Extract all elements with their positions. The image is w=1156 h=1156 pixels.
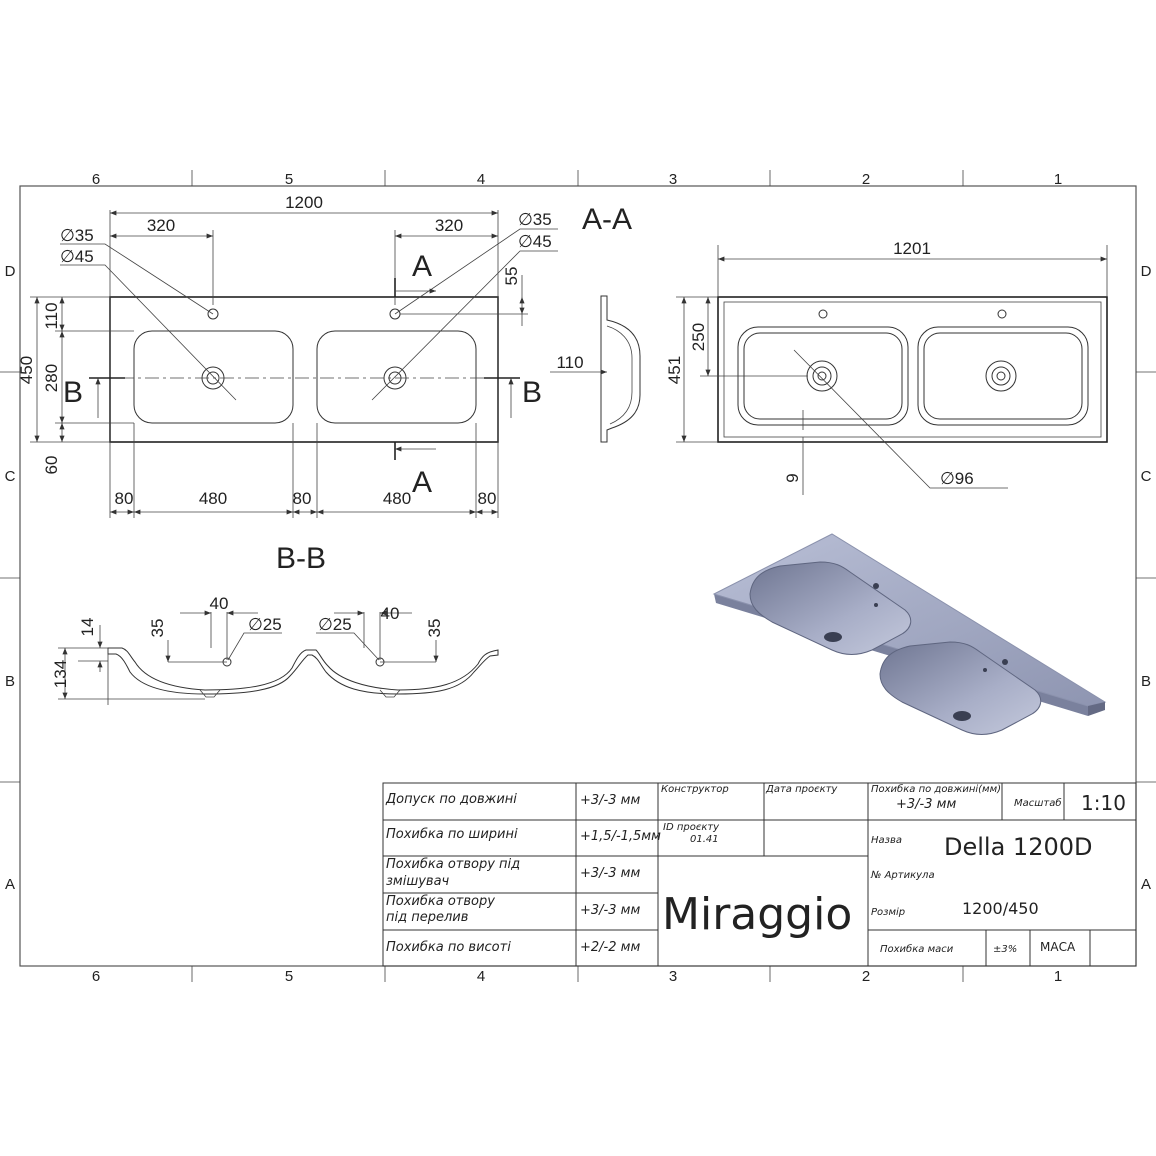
- zone-row-left: C: [5, 468, 16, 485]
- zone-row-right: D: [1141, 263, 1152, 280]
- zone-col-bottom: 3: [669, 968, 677, 985]
- zone-col-top: 5: [285, 171, 293, 188]
- dim-overflow-offset: 55: [502, 267, 521, 286]
- tol-width-label: Похибка по ширині: [386, 827, 518, 842]
- zone-col-bottom: 4: [477, 968, 485, 985]
- dim-depth: 450: [17, 356, 36, 384]
- project-date-label: Дата проєкту: [765, 784, 838, 795]
- zone-col-top: 1: [1054, 171, 1062, 188]
- dim-bb-height: 134: [51, 660, 70, 688]
- dim-middle: 80: [293, 489, 312, 508]
- title-block: Допуск по довжині +3/-3 мм Похибка по ши…: [382, 782, 1137, 967]
- length-tolerance-label: Похибка по довжині(мм): [871, 783, 1001, 795]
- zone-col-top: 6: [92, 171, 100, 188]
- project-id-label: ID проєкту: [663, 822, 720, 833]
- bottom-view: 1201 451 250 ∅96 9: [665, 239, 1108, 495]
- dim-bb-right-spacing: 40: [381, 604, 400, 623]
- zone-row-right: A: [1141, 876, 1151, 893]
- dim-bb-right-hole: ∅25: [318, 615, 352, 634]
- tol-height-label: Похибка по висоті: [386, 940, 511, 955]
- scale-value: 1:10: [1081, 791, 1126, 815]
- dim-drain-diameter: ∅96: [940, 469, 974, 488]
- dim-bowl-depth: 280: [42, 364, 61, 392]
- tol-mixer-hole-value: +3/-3 мм: [580, 866, 640, 881]
- section-bb-title: B-B: [276, 542, 326, 575]
- dim-bottom-width: 1201: [893, 239, 931, 258]
- dim-hole-large-right: ∅45: [518, 232, 552, 251]
- zone-row-right: C: [1141, 468, 1152, 485]
- zone-col-top: 2: [862, 171, 870, 188]
- tol-height-value: +2/-2 мм: [580, 940, 640, 955]
- project-id-value: 01.41: [690, 834, 719, 845]
- zone-row-left: A: [5, 876, 15, 893]
- dim-bowl-right: 480: [383, 489, 411, 508]
- section-aa-title: A-A: [582, 203, 632, 236]
- top-view: 1200 320 320 ∅35 ∅45 ∅35 ∅45 55 110 450 …: [17, 193, 632, 518]
- length-tolerance-value: +3/-3 мм: [896, 797, 956, 812]
- product-name: Della 1200D: [944, 833, 1092, 861]
- tol-mixer-hole-label: Похибка отвору під: [386, 857, 520, 872]
- size-label: Розмір: [871, 906, 905, 918]
- dim-side-height: 110: [556, 353, 583, 372]
- dim-left-offset: 320: [147, 216, 175, 235]
- brand-logo: Miraggio: [662, 889, 852, 940]
- dim-hole-small-right: ∅35: [518, 210, 552, 229]
- dim-bb-depth-right: 35: [425, 619, 444, 638]
- dim-bb-left-hole: ∅25: [248, 615, 282, 634]
- zone-col-bottom: 1: [1054, 968, 1062, 985]
- zone-col-bottom: 6: [92, 968, 100, 985]
- dim-bowl-offset: 250: [689, 323, 708, 351]
- dim-edge-left: 80: [115, 489, 134, 508]
- dim-overall-width: 1200: [285, 193, 323, 212]
- tol-overflow-hole-label: Похибка отвору: [386, 894, 495, 909]
- tol-length-label: Допуск по довжині: [385, 792, 517, 807]
- mass-tolerance-value: ±3%: [993, 944, 1017, 955]
- section-mark-b-left: B: [63, 376, 83, 409]
- scale-label: Масштаб: [1014, 797, 1062, 809]
- dim-bottom-depth: 451: [665, 356, 684, 384]
- tol-mixer-hole-label-2: змішувач: [386, 874, 450, 889]
- dim-top-margin: 110: [42, 302, 61, 329]
- zone-col-top: 3: [669, 171, 677, 188]
- dim-bottom-margin: 60: [42, 456, 61, 475]
- size-value: 1200/450: [962, 899, 1039, 918]
- tol-length-value: +3/-3 мм: [580, 793, 640, 808]
- dim-bb-depth-left: 35: [148, 619, 167, 638]
- dim-bb-thickness: 14: [78, 618, 97, 637]
- zone-row-left: D: [5, 263, 16, 280]
- zone-row-right: B: [1141, 673, 1151, 690]
- article-label: № Артикула: [870, 870, 935, 881]
- section-mark-a-bottom: A: [412, 466, 432, 499]
- tol-overflow-hole-label-2: під перелив: [386, 910, 468, 925]
- section-aa-view: 110: [550, 295, 641, 443]
- name-label: Назва: [871, 835, 902, 846]
- tol-overflow-hole-value: +3/-3 мм: [580, 903, 640, 918]
- dim-edge-right: 80: [478, 489, 497, 508]
- dim-bowl-left: 480: [199, 489, 227, 508]
- zone-col-bottom: 2: [862, 968, 870, 985]
- zone-row-left: B: [5, 673, 15, 690]
- designer-label: Конструктор: [661, 784, 729, 795]
- dim-bb-left-spacing: 40: [210, 594, 229, 613]
- sink-3d-render: [712, 533, 1107, 735]
- dim-hole-large-left: ∅45: [60, 247, 94, 266]
- zone-col-bottom: 5: [285, 968, 293, 985]
- dim-rim: 9: [783, 473, 802, 482]
- mass-label: МАСА: [1040, 940, 1076, 954]
- zone-labels: 6 5 4 3 2 1 6 5 4 3 2 1 D C B A D C B A: [5, 171, 1152, 985]
- zone-col-top: 4: [477, 171, 485, 188]
- section-mark-a-top: A: [412, 250, 432, 283]
- section-mark-b-right: B: [522, 376, 542, 409]
- dim-hole-small-left: ∅35: [60, 226, 94, 245]
- section-bb-view: B-B 40 ∅25 ∅25 40 14 35 35 134: [51, 542, 499, 705]
- tol-width-value: +1,5/-1,5мм: [580, 829, 661, 844]
- mass-tolerance-label: Похибка маси: [880, 943, 954, 955]
- dim-right-offset: 320: [435, 216, 463, 235]
